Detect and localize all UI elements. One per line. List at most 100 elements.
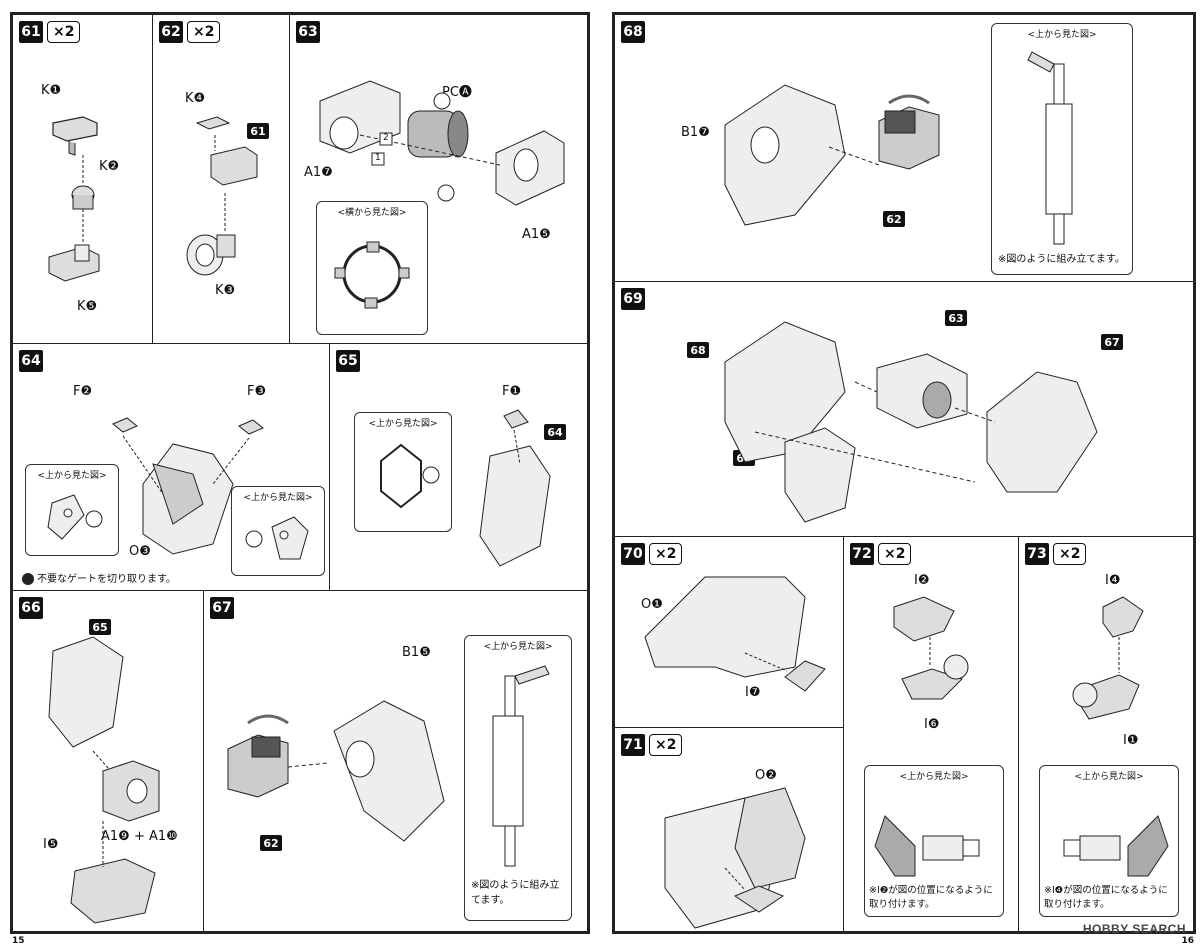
ref-step-badge: 64 — [544, 424, 566, 440]
ref-step-badge: 67 — [1101, 334, 1123, 350]
top-view-diagram — [245, 516, 309, 560]
part-label: K❷ — [99, 159, 120, 174]
step-number: 63 — [296, 21, 320, 43]
step-number: 61 — [19, 21, 43, 43]
step-73-panel: 73 ×2 I❹ I❶ <上から見た図> ※I❹が図の位置になるように取り付けま… — [1018, 536, 1194, 932]
assembly-note: ※図のように組み立てます。 — [998, 254, 1125, 265]
part-label: F❷ — [73, 384, 93, 399]
inset-title: <上から見た図> — [899, 772, 969, 782]
multiplier: ×2 — [1053, 543, 1087, 565]
multiplier: ×2 — [878, 543, 912, 565]
ref-step-badge: 62 — [883, 211, 905, 227]
step-number: 62 — [159, 21, 183, 43]
step-number: 72 — [850, 543, 874, 565]
assembly-top-view — [1063, 815, 1169, 877]
part-label: K❸ — [215, 283, 236, 298]
step-number: 73 — [1025, 543, 1049, 565]
left-page: 61 ×2 K❶ K❷ K❺ 62 ×2 K❹ K❸ 61 — [10, 12, 590, 946]
part-illustration — [48, 636, 160, 924]
orientation-note: ※I❹が図の位置になるように取り付けます。 — [1044, 885, 1168, 910]
top-view-inset: <上から見た図> ※図のように組み立てます。 — [991, 23, 1133, 275]
top-view-inset-left: <上から見た図> — [25, 464, 119, 556]
part-label: A1❺ — [522, 227, 551, 242]
step-72-panel: 72 ×2 I❷ I❻ <上から見た図> ※I❷が図の位置になるように取り付けま… — [843, 536, 1019, 932]
part-illustration — [319, 80, 565, 206]
ref-step-badge: 65 — [89, 619, 111, 635]
assembly-top-view — [874, 815, 980, 877]
inset-title: <上から見た図> — [243, 493, 313, 503]
inset-title: <上から見た図> — [1074, 772, 1144, 782]
step-number: 70 — [621, 543, 645, 565]
hex-diagram — [380, 443, 440, 509]
step-number: 67 — [210, 597, 234, 619]
right-page: 68 B1❼ 62 <上から見た図> ※図のように組み立てます。 69 68 6… — [612, 12, 1196, 946]
multiplier: ×2 — [47, 21, 81, 43]
scissors-icon — [22, 573, 34, 585]
step-number: 64 — [19, 350, 43, 372]
part-label: I❼ — [745, 685, 761, 700]
step-66-panel: 66 65 I❺ A1❾ + A1❿ — [12, 590, 204, 932]
step-61-panel: 61 ×2 K❶ K❷ K❺ — [12, 14, 153, 344]
brand-watermark: HOBBY SEARCH — [1082, 922, 1186, 936]
step-62-panel: 62 ×2 K❹ K❸ 61 — [152, 14, 290, 344]
assembly-top-view — [1027, 51, 1073, 245]
part-label: I❻ — [924, 717, 940, 732]
inset-title: <横から見た図> — [337, 208, 407, 218]
step-71-panel: 71 ×2 O❷ I❸ — [614, 727, 844, 932]
part-label: F❶ — [502, 384, 522, 399]
ref-step-badge: 62 — [260, 835, 282, 851]
top-view-inset: <上から見た図> ※I❷が図の位置になるように取り付けます。 — [864, 765, 1004, 917]
part-label: K❶ — [41, 83, 62, 98]
top-view-diagram — [47, 494, 103, 540]
part-label: K❹ — [185, 91, 206, 106]
part-label: B1❺ — [402, 645, 431, 660]
step-number: 69 — [621, 288, 645, 310]
part-illustration — [227, 700, 445, 842]
assembly-note: ※図のように組み立てます。 — [471, 880, 560, 906]
part-label: A1❼ — [304, 165, 333, 180]
part-illustration — [1072, 596, 1144, 720]
part-illustration — [186, 116, 258, 276]
multiplier: ×2 — [649, 543, 683, 565]
part-label: O❷ — [755, 768, 777, 783]
part-illustration — [664, 787, 806, 929]
top-view-inset: <上から見た図> ※図のように組み立てます。 — [464, 635, 572, 921]
part-illustration — [479, 409, 551, 567]
multiplier: ×2 — [187, 21, 221, 43]
inset-title: <上から見た図> — [483, 642, 553, 652]
step-64-panel: 64 F❷ F❸ O❸ <上から見た図> <上から見た図> — [12, 343, 330, 591]
side-view-inset: <横から見た図> — [316, 201, 428, 335]
part-label: O❶ — [641, 597, 663, 612]
ref-step-badge: 63 — [945, 310, 967, 326]
part-label: F❸ — [247, 384, 267, 399]
part-label: B1❼ — [681, 125, 710, 140]
step-number: 71 — [621, 734, 645, 756]
part-label: I❶ — [1123, 733, 1139, 748]
step-69-panel: 69 68 63 67 66 — [614, 281, 1194, 537]
step-67-panel: 67 B1❺ 62 <上から見た図> ※図のように組み立てます。 — [203, 590, 588, 932]
part-illustration — [112, 417, 264, 555]
orientation-note: ※I❷が図の位置になるように取り付けます。 — [869, 885, 993, 910]
part-label: I❺ — [43, 837, 59, 852]
step-number: 66 — [19, 597, 43, 619]
multiplier: ×2 — [649, 734, 683, 756]
inset-title: <上から見た図> — [368, 419, 438, 429]
inset-title: <上から見た図> — [1027, 30, 1097, 40]
step-70-panel: 70 ×2 O❶ I❼ — [614, 536, 844, 728]
step-68-panel: 68 B1❼ 62 <上から見た図> ※図のように組み立てます。 — [614, 14, 1194, 282]
inset-title: <上から見た図> — [37, 471, 107, 481]
step-number: 65 — [336, 350, 360, 372]
top-view-inset: <上から見た図> ※I❹が図の位置になるように取り付けます。 — [1039, 765, 1179, 917]
part-illustration — [893, 596, 969, 700]
part-illustration — [48, 116, 100, 282]
guide-number: 1 — [375, 153, 381, 163]
page-number-right: 16 — [1181, 936, 1194, 946]
part-illustration — [644, 576, 826, 692]
guide-number: 2 — [383, 133, 389, 143]
top-view-inset-right: <上から見た図> — [231, 486, 325, 576]
top-view-inset: <上から見た図> — [354, 412, 452, 532]
page-number-left: 15 — [12, 936, 25, 946]
part-label: A1❾ + A1❿ — [101, 829, 178, 844]
assembly-top-view — [492, 665, 550, 867]
part-label: PC🅐 — [442, 85, 472, 100]
